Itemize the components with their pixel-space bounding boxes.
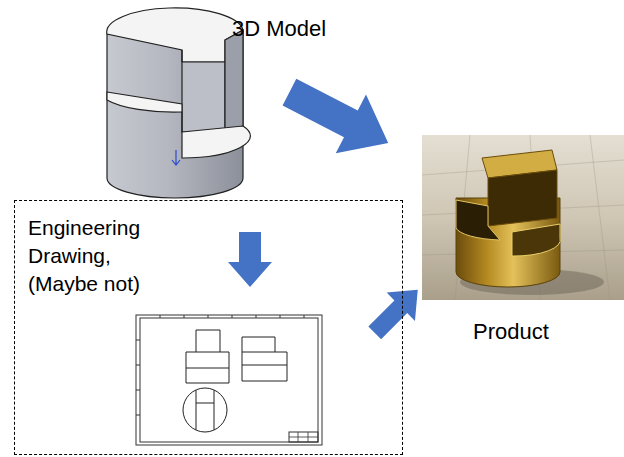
model-node: 3D Model (100, 0, 245, 198)
product-step-face (456, 200, 500, 240)
drawing-sheet (136, 315, 322, 445)
model-top-face (107, 8, 243, 62)
flow-arrow (368, 290, 417, 339)
model-step-face (182, 126, 250, 158)
product-front-face (488, 170, 557, 226)
sheet-ticks (136, 315, 304, 415)
product-step-face (512, 224, 560, 256)
model-label: 3D Model (232, 16, 326, 42)
title-block (289, 432, 318, 442)
front-view (186, 330, 229, 383)
product-node: Product (422, 135, 624, 347)
product-photo-ground (422, 135, 624, 300)
top-view-lines (196, 390, 214, 430)
title-block-lines (289, 432, 318, 442)
paving-lines (422, 135, 624, 300)
model-edge (181, 50, 182, 132)
product-label: Product (410, 319, 612, 345)
down-arrow (228, 232, 272, 287)
axis-mark (172, 150, 180, 165)
drawing-region: Engineering Drawing, (Maybe not) (14, 200, 403, 455)
flow-arrow (283, 79, 389, 153)
model-side-face (225, 30, 243, 132)
model-tab-face (182, 62, 225, 132)
drawing-note: Engineering Drawing, (Maybe not) (28, 214, 178, 298)
top-view (183, 388, 227, 432)
side-view (242, 337, 287, 381)
model-step-face (107, 92, 182, 112)
sheet-border (140, 318, 318, 442)
